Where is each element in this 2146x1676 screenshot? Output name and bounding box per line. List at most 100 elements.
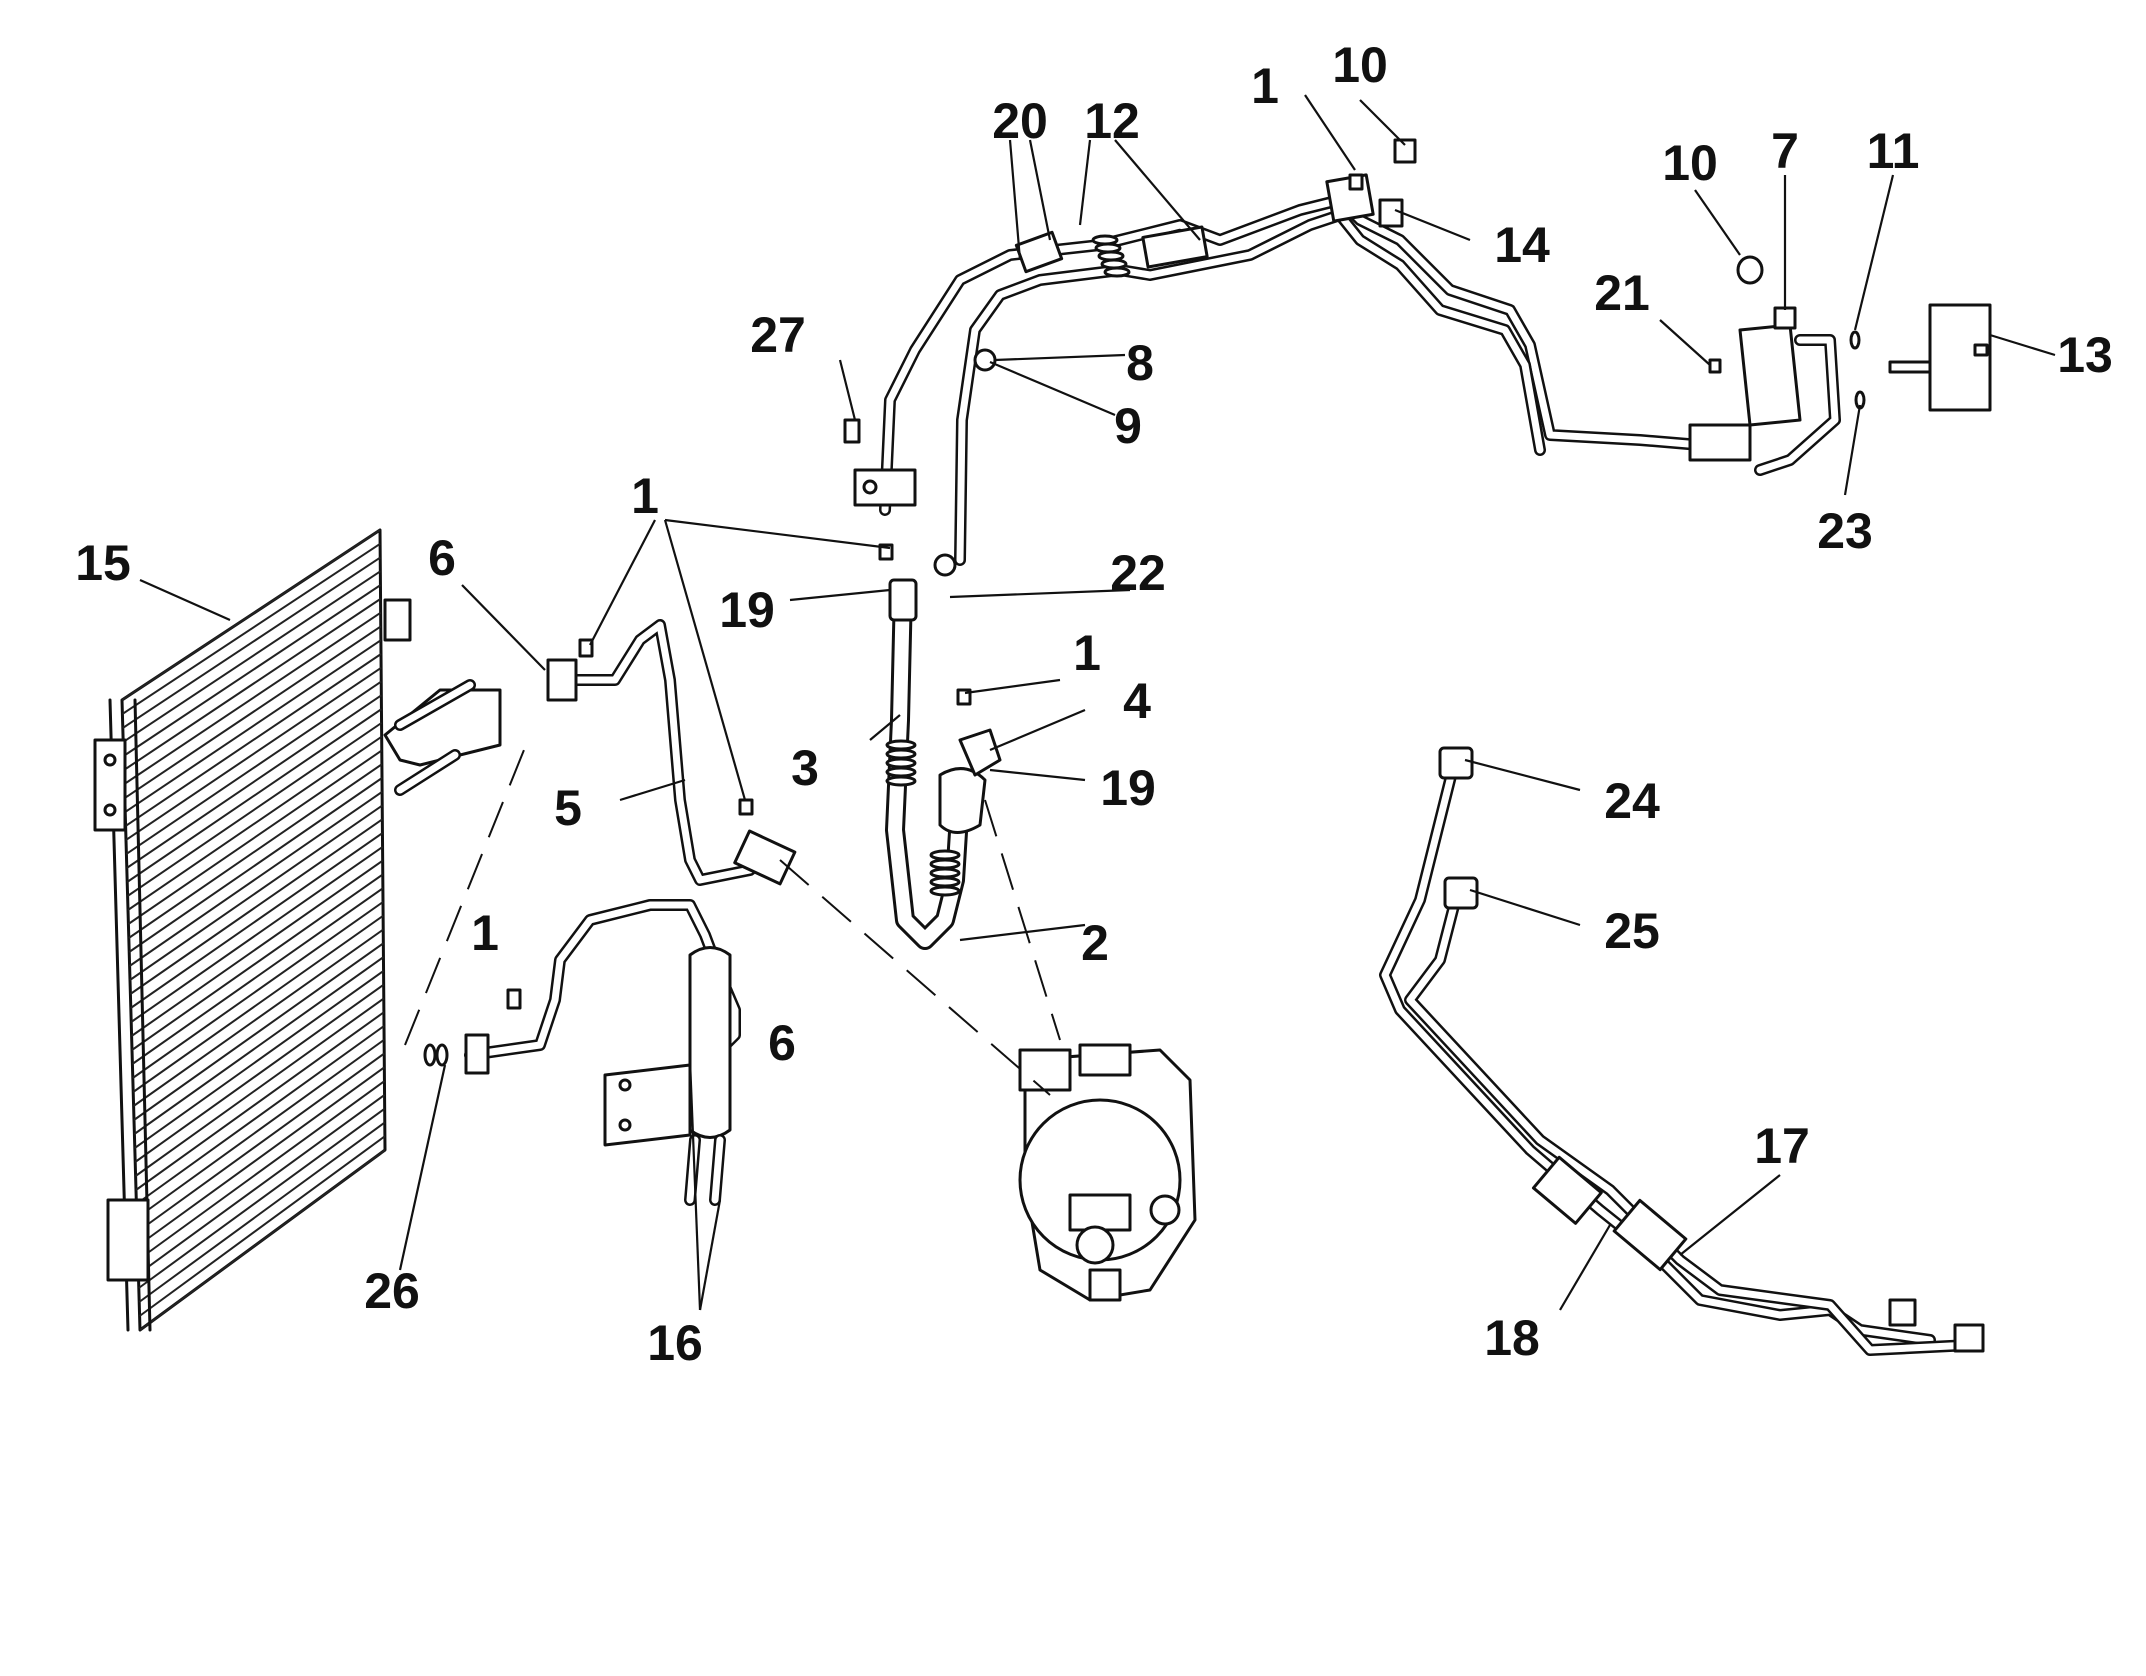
callout-4: 4 [1123, 673, 1151, 729]
condenser-fin [130, 832, 384, 1009]
condenser-fin [125, 653, 382, 827]
hose-rib [929, 858, 961, 870]
rear-ac-lines-part [1379, 746, 1985, 1356]
callout-9: 9 [1114, 398, 1142, 454]
compressor-part [1018, 1043, 1197, 1302]
hose-rib [1103, 266, 1131, 278]
hose-rib [929, 876, 961, 888]
callout-2: 2 [1081, 915, 1109, 971]
hose-rib [885, 766, 917, 778]
condenser-fin [121, 542, 381, 715]
condenser-fin [123, 584, 381, 757]
callout-12: 12 [1084, 93, 1140, 149]
callout-1: 1 [1251, 58, 1279, 114]
condenser-fin [127, 735, 383, 911]
callout-25: 25 [1604, 903, 1660, 959]
condenser-fin [139, 1149, 386, 1331]
condenser-fin [122, 570, 381, 743]
callout-18: 18 [1484, 1310, 1540, 1366]
callout-13: 13 [2057, 327, 2113, 383]
callout-6: 6 [428, 530, 456, 586]
callout-21: 21 [1594, 265, 1650, 321]
callout-20: 20 [992, 93, 1048, 149]
condenser-fin [124, 625, 382, 799]
condenser-fin [137, 1066, 385, 1247]
condenser-fin [138, 1107, 386, 1289]
condenser-part [93, 528, 502, 1332]
callout-19: 19 [1100, 760, 1156, 816]
condenser-fin [136, 1038, 385, 1219]
hose-rib [885, 775, 917, 787]
condenser-fin [128, 763, 383, 939]
leader-lines [139, 94, 2056, 1311]
callout-24: 24 [1604, 773, 1660, 829]
expansion-valve-part [1708, 255, 1992, 476]
callout-3: 3 [791, 740, 819, 796]
condenser-fin [126, 694, 382, 869]
callout-22: 22 [1110, 545, 1166, 601]
condenser-fin [124, 639, 382, 813]
condenser-fin [131, 887, 384, 1065]
callout-15: 15 [75, 535, 131, 591]
condenser-fin [139, 1135, 386, 1317]
callout-8: 8 [1126, 335, 1154, 391]
condenser-fin [122, 556, 381, 729]
condenser-fin [134, 970, 385, 1149]
callout-labels: 1 1 1 1 1 2 3 4 5 6 6 7 8 9 10 10 11 12 … [75, 37, 2113, 1371]
condenser-fin [128, 777, 383, 953]
condenser-fin [129, 818, 383, 995]
phantom-lines [404, 734, 1061, 1096]
callout-10: 10 [1662, 135, 1718, 191]
suction-hose-part [885, 578, 1002, 950]
evaporator-lines-part [843, 138, 1752, 577]
condenser-fin [134, 983, 385, 1163]
hose-rib [929, 867, 961, 879]
condenser-fin [129, 804, 383, 981]
callout-16: 16 [647, 1315, 703, 1371]
callout-1: 1 [631, 468, 659, 524]
hose-rib [885, 757, 917, 769]
condenser-fin [133, 942, 384, 1121]
condenser-fin [127, 749, 383, 925]
callout-7: 7 [1771, 123, 1799, 179]
condenser-fin [126, 708, 383, 883]
hose-rib [929, 885, 961, 897]
condenser-fin [133, 956, 385, 1135]
condenser-fin [130, 846, 384, 1023]
callout-1: 1 [471, 905, 499, 961]
condenser-fin [132, 901, 384, 1079]
callout-27: 27 [750, 307, 806, 363]
condenser-fin [123, 598, 382, 771]
callout-6: 6 [768, 1015, 796, 1071]
callout-26: 26 [364, 1263, 420, 1319]
condenser-fin [132, 914, 384, 1093]
callout-11: 11 [1867, 123, 1920, 179]
callout-17: 17 [1754, 1118, 1810, 1174]
condenser-fin [133, 928, 384, 1107]
condenser-fin [135, 997, 385, 1177]
condenser-fin [138, 1121, 386, 1303]
condenser-fin [127, 722, 383, 897]
condenser-fin [121, 529, 381, 701]
condenser-fin [131, 873, 384, 1051]
condenser-fin [135, 1011, 385, 1191]
callout-5: 5 [554, 780, 582, 836]
callout-10: 10 [1332, 37, 1388, 93]
condenser-fin [131, 859, 384, 1037]
condenser-fin [129, 790, 383, 967]
callout-1: 1 [1073, 625, 1101, 681]
hose-rib [885, 748, 917, 760]
callout-19: 19 [719, 582, 775, 638]
condenser-fin [135, 1025, 385, 1205]
condenser-fin [123, 611, 382, 785]
hose-ribs [1091, 234, 1131, 278]
condenser-fin [136, 1052, 385, 1233]
callout-23: 23 [1817, 503, 1873, 559]
condenser-fin [137, 1080, 386, 1261]
receiver-drier-part [423, 899, 741, 1206]
condenser-fin [125, 680, 382, 855]
hose-rib [929, 849, 961, 861]
hose-ribs [885, 739, 961, 897]
condenser-fin [125, 666, 382, 841]
